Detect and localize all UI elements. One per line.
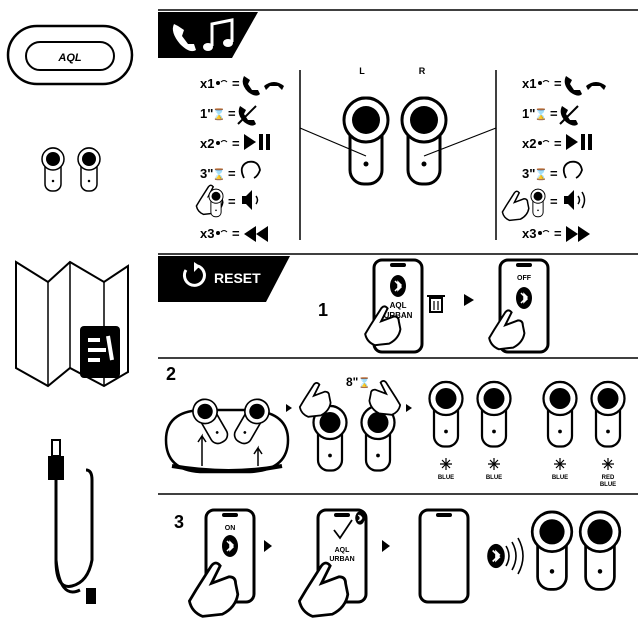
svg-text:=: = — [228, 166, 236, 181]
volume-up-icon — [564, 190, 586, 210]
play-pause-icon — [244, 134, 270, 150]
arrow-right-icon — [406, 404, 412, 412]
svg-text:⌛: ⌛ — [534, 108, 548, 121]
svg-text:=: = — [232, 226, 240, 241]
trash-icon — [427, 295, 445, 313]
led-indicators: BLUE BLUE BLUE RED BLUE — [428, 380, 626, 488]
left-earbud — [342, 96, 390, 186]
led-label-4: RED — [602, 475, 615, 481]
swipe-hand-icon — [501, 190, 530, 222]
reject-call-icon — [560, 106, 578, 126]
volume-down-icon — [242, 190, 259, 210]
right-gesture-6: x3 — [522, 226, 536, 241]
led-label-3: BLUE — [552, 475, 568, 481]
svg-text:=: = — [554, 226, 562, 241]
earbud-right-connected — [578, 510, 622, 591]
right-gesture-2: 1" — [522, 106, 535, 121]
led-label-1: BLUE — [438, 475, 454, 481]
phone-bluetooth-settings: AQL URBAN — [372, 258, 424, 354]
reset-icon — [182, 262, 206, 287]
step1-number: 1 — [318, 300, 328, 320]
phone3-device-name: AQL — [335, 547, 351, 554]
phone-icon — [172, 24, 196, 52]
left-gesture-4: 3" — [200, 166, 213, 181]
phone3-device-name-2: URBAN — [329, 556, 354, 563]
earbuds-icon — [41, 147, 101, 192]
pressing-hand-icon — [368, 379, 402, 416]
svg-text:⌛: ⌛ — [212, 168, 226, 181]
hang-up-icon — [586, 82, 606, 90]
svg-text:=: = — [550, 194, 558, 209]
svg-text:=: = — [232, 76, 240, 91]
earbud-left-connected — [530, 510, 574, 591]
right-earbud-label: R — [419, 66, 426, 76]
hourglass-icon: ⌛ — [212, 108, 226, 121]
checkmark-icon — [333, 519, 353, 540]
svg-text:=: = — [550, 106, 558, 121]
music-note-icon — [203, 18, 234, 51]
phone1-device-name-2: URBAN — [384, 311, 413, 320]
svg-text:=: = — [554, 136, 562, 151]
pressing-hand-icon — [298, 381, 332, 418]
right-gesture-list: x1 = 1" ⌛ = x2 = 3" ⌛ = = x3 = — [501, 76, 606, 242]
right-gesture-3: x2 — [522, 136, 536, 151]
svg-text:=: = — [228, 106, 236, 121]
step2-number: 2 — [166, 364, 176, 384]
case-with-earbuds — [164, 394, 290, 474]
bluetooth-connected-icon — [486, 537, 524, 575]
led-label-2: BLUE — [486, 475, 502, 481]
arrow-right-icon — [264, 540, 272, 552]
reject-call-icon — [238, 106, 256, 126]
left-gesture-1: x1 — [200, 76, 214, 91]
controls-header-banner — [158, 12, 258, 58]
tap-icon — [215, 80, 228, 86]
phone2-status: OFF — [517, 275, 532, 282]
svg-text:⌛: ⌛ — [358, 376, 370, 389]
svg-text:=: = — [554, 76, 562, 91]
voice-assistant-icon — [562, 160, 583, 179]
reset-title: RESET — [214, 270, 261, 286]
arrow-right-icon — [382, 540, 390, 552]
phone-bluetooth-off: OFF — [498, 258, 550, 354]
answer-call-icon — [564, 76, 582, 96]
led-label-5: BLUE — [600, 482, 616, 488]
hang-up-icon — [264, 82, 284, 90]
svg-text:=: = — [232, 136, 240, 151]
phone-status-on: ON — [225, 525, 236, 532]
svg-text:=: = — [228, 194, 236, 209]
left-gesture-2: 1" — [200, 106, 213, 121]
arrow-right-icon — [286, 404, 292, 412]
phone-bluetooth-on: ON — [204, 508, 256, 604]
svg-text:=: = — [550, 166, 558, 181]
voice-assistant-icon — [240, 160, 261, 179]
play-pause-icon — [566, 134, 592, 150]
svg-text:⌛: ⌛ — [534, 168, 548, 181]
phone-connected — [418, 508, 470, 604]
previous-track-icon — [244, 226, 268, 242]
phone1-device-name: AQL — [390, 301, 407, 310]
right-earbud — [400, 96, 448, 186]
arrow-right-icon — [464, 294, 474, 306]
left-earbud-label: L — [359, 66, 365, 76]
right-gesture-1: x1 — [522, 76, 536, 91]
left-gesture-6: x3 — [200, 226, 214, 241]
phone-pairing-list: AQL URBAN — [316, 508, 368, 604]
left-gesture-list: x1 = 1" ⌛ = x2 = 3" ⌛ = = x3 = — [195, 76, 284, 242]
case-logo-text: AQL — [57, 52, 82, 64]
next-track-icon — [566, 226, 590, 242]
user-manual-icon — [15, 260, 129, 388]
earbud-right-hold — [360, 404, 396, 472]
hold-time: 8" — [346, 375, 358, 389]
reset-header-banner — [158, 256, 290, 302]
answer-call-icon — [242, 76, 260, 96]
step3-number: 3 — [174, 512, 184, 532]
usb-cable-icon — [48, 439, 96, 604]
left-gesture-3: x2 — [200, 136, 214, 151]
charging-case-icon: AQL — [6, 24, 134, 86]
right-gesture-4: 3" — [522, 166, 535, 181]
